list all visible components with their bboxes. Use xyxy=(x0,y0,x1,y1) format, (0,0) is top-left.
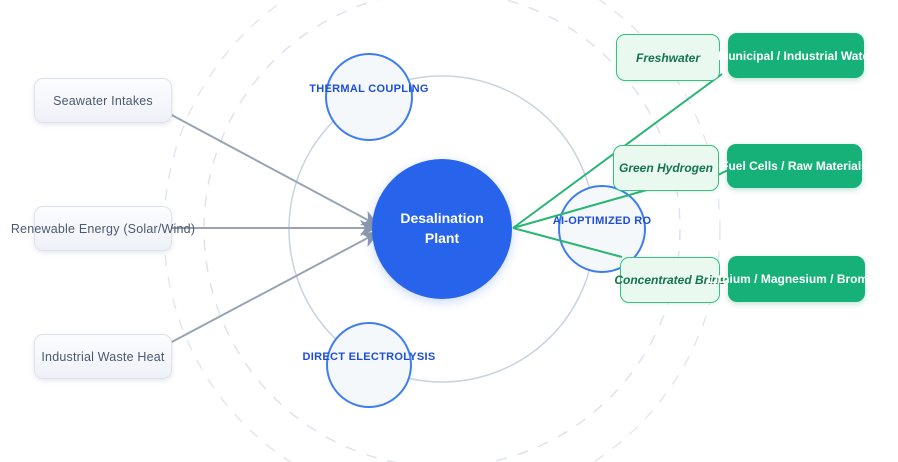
node-label: Seawater Intakes xyxy=(53,93,153,108)
node-desalination-plant[interactable]: Desalination Plant xyxy=(372,159,512,299)
node-label: DIRECT ELECTROLYSIS xyxy=(302,351,436,363)
node-label: AI-OPTIMIZED RO xyxy=(552,215,652,227)
node-label: Municipal / Industrial Water xyxy=(718,48,874,63)
node-label: Green Hydrogen xyxy=(618,161,714,175)
input-connectors xyxy=(167,112,380,345)
node-seawater-intakes[interactable]: Seawater Intakes xyxy=(34,78,172,123)
node-label: Freshwater xyxy=(635,50,701,65)
node-thermal-coupling[interactable]: THERMAL COUPLING xyxy=(309,53,428,141)
node-concentrated-brine[interactable]: Concentrated Brine xyxy=(614,257,726,303)
node-municipal-industrial-water[interactable]: Municipal / Industrial Water xyxy=(718,33,874,78)
node-direct-electrolysis[interactable]: DIRECT ELECTROLYSIS xyxy=(302,322,435,408)
node-fuel-cells-raw-materials[interactable]: Fuel Cells / Raw Materials xyxy=(721,144,868,188)
node-label: Fuel Cells / Raw Materials xyxy=(721,159,868,173)
node-freshwater[interactable]: Freshwater xyxy=(616,34,720,81)
node-label-line2: Plant xyxy=(424,230,460,246)
node-label: Lithium / Magnesium / Bromine xyxy=(707,272,886,286)
node-green-hydrogen[interactable]: Green Hydrogen xyxy=(613,145,719,191)
node-label: Industrial Waste Heat xyxy=(41,349,165,364)
node-label: THERMAL COUPLING xyxy=(309,83,429,95)
node-label-line1: Desalination xyxy=(400,210,484,227)
node-renewable-energy[interactable]: Renewable Energy (Solar/Wind) xyxy=(11,206,195,251)
node-lithium-magnesium-bromine[interactable]: Lithium / Magnesium / Bromine xyxy=(708,256,886,302)
node-label: Renewable Energy (Solar/Wind) xyxy=(10,221,196,236)
node-industrial-waste-heat[interactable]: Industrial Waste Heat xyxy=(34,334,172,379)
